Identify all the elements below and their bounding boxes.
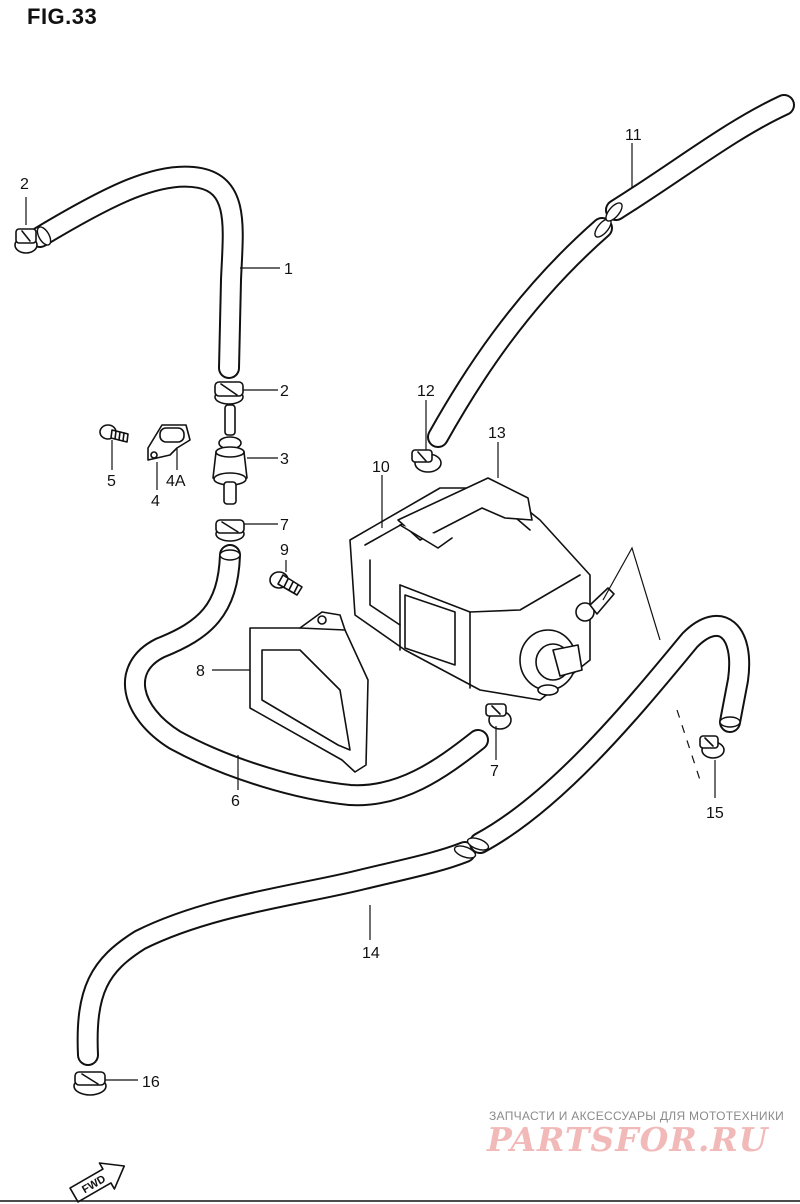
callout-4: 4 <box>151 493 160 510</box>
connector-part-3[interactable] <box>212 404 248 505</box>
clamp-part-12[interactable] <box>411 449 442 473</box>
callout-4a: 4A <box>166 473 186 490</box>
callout-15: 15 <box>706 805 724 822</box>
callout-13: 13 <box>488 425 506 442</box>
bracket-part-4[interactable] <box>147 424 191 461</box>
canister-part-10[interactable] <box>349 487 615 701</box>
callout-9: 9 <box>280 542 289 559</box>
leader-lines <box>25 143 716 1081</box>
reference-line <box>602 546 661 641</box>
fwd-arrow-icon: FWD <box>69 1162 126 1203</box>
callout-10: 10 <box>372 459 390 476</box>
watermark-logo: PARTSFOR.RU <box>487 1120 769 1159</box>
callout-5: 5 <box>107 473 116 490</box>
bracket-part-8[interactable] <box>249 611 369 773</box>
callout-8: 8 <box>196 663 205 680</box>
figure-title: FIG.33 <box>27 4 98 29</box>
callout-1: 1 <box>284 261 293 278</box>
band-part-13[interactable] <box>397 477 533 549</box>
clamp-part-7-lower[interactable] <box>485 703 512 730</box>
callout-16: 16 <box>142 1074 160 1091</box>
callout-3: 3 <box>280 451 289 468</box>
screw-part-5[interactable] <box>99 424 129 443</box>
hose-part-6[interactable] <box>123 544 489 807</box>
callout-2-lower: 2 <box>280 383 289 400</box>
hose-part-11[interactable] <box>427 94 795 448</box>
clamp-part-15[interactable] <box>699 735 725 759</box>
clamp-part-2-lower[interactable] <box>214 381 244 405</box>
clamp-part-2-upper[interactable] <box>14 228 38 254</box>
callout-14: 14 <box>362 945 380 962</box>
callout-6: 6 <box>231 793 240 810</box>
callout-7-upper: 7 <box>280 517 289 534</box>
clamp-part-7-upper[interactable] <box>215 519 245 542</box>
clamp-part-16[interactable] <box>73 1071 107 1096</box>
watermark-tagline: ЗАПЧАСТИ И АКСЕССУАРЫ ДЛЯ МОТОТЕХНИКИ <box>489 1109 785 1123</box>
callout-12: 12 <box>417 383 435 400</box>
hose-part-1[interactable] <box>29 165 244 379</box>
callout-7-lower: 7 <box>490 763 499 780</box>
callout-11: 11 <box>625 127 642 144</box>
reference-line-lower <box>676 709 701 781</box>
bolt-part-9[interactable] <box>269 571 303 596</box>
hose-part-14[interactable] <box>76 614 751 1066</box>
callout-2-upper: 2 <box>20 176 29 193</box>
